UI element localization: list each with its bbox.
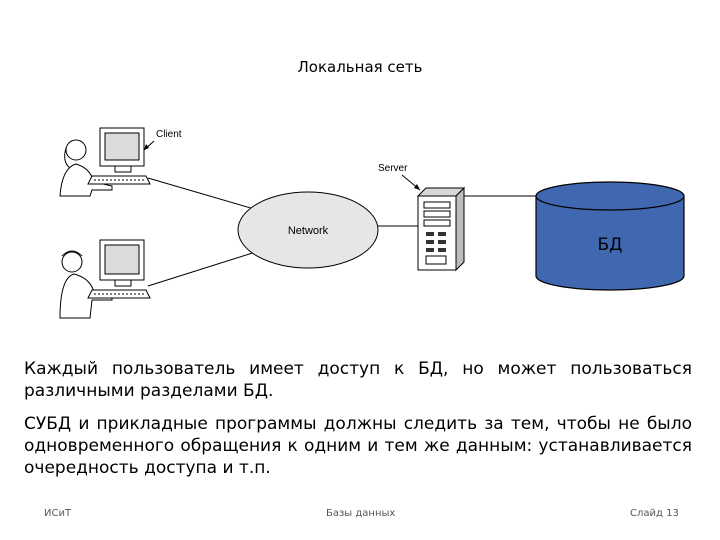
paragraph-access: Каждый пользователь имеет доступ к БД, н…: [24, 359, 692, 401]
database-cylinder: [535, 181, 685, 291]
server-label: Server: [378, 163, 408, 174]
server-tower: [416, 186, 466, 272]
client-pointer-arrowhead: [144, 144, 149, 150]
link-client1-network: [147, 177, 269, 214]
client-workstation-1: [59, 127, 151, 197]
link-client2-network: [147, 249, 263, 287]
footer-slide-number: Слайд 13: [630, 508, 679, 519]
server-pointer-arrowhead: [414, 184, 420, 190]
client-workstation-2: [59, 239, 151, 319]
database-label: БД: [598, 235, 623, 255]
paragraph-dbms: СУБД и прикладные программы должны следи…: [24, 414, 692, 478]
footer-topic: Базы данных: [326, 508, 396, 519]
network-label: Network: [288, 225, 329, 237]
client-label: Client: [156, 129, 182, 140]
network-ellipse: [237, 191, 379, 269]
footer-course: ИСиТ: [44, 508, 72, 519]
slide-title: Локальная сеть: [297, 58, 423, 76]
network-diagram: Network Client Server: [59, 127, 685, 319]
